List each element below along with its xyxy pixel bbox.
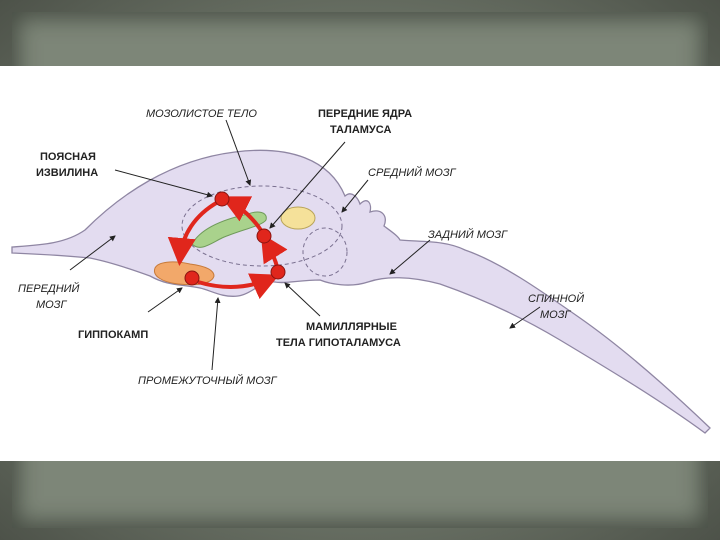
label-mammillary-line2: ТЕЛА ГИПОТАЛАМУСА xyxy=(276,337,401,349)
leader-hippocampus xyxy=(148,288,182,312)
brain-outline xyxy=(12,150,710,433)
label-cingulate-line1: ПОЯСНАЯ xyxy=(40,151,96,163)
label-anterior-nuclei-line2: ТАЛАМУСА xyxy=(330,124,391,136)
node-cingulate xyxy=(215,192,229,206)
label-spinal-line1: СПИННОЙ xyxy=(528,292,584,305)
brain-diagram: МОЗОЛИСТОЕ ТЕЛО ПЕРЕДНИЕ ЯДРА ТАЛАМУСА П… xyxy=(0,66,720,461)
node-anterior-thalamus xyxy=(257,229,271,243)
label-midbrain: СРЕДНИЙ МОЗГ xyxy=(368,166,457,179)
label-mammillary-line1: МАМИЛЛЯРНЫЕ xyxy=(306,321,397,333)
label-anterior-nuclei-line1: ПЕРЕДНИЕ ЯДРА xyxy=(318,108,412,120)
label-forebrain-line1: ПЕРЕДНИЙ xyxy=(18,282,80,295)
diagram-panel: МОЗОЛИСТОЕ ТЕЛО ПЕРЕДНИЕ ЯДРА ТАЛАМУСА П… xyxy=(0,66,720,461)
label-cingulate-line2: ИЗВИЛИНА xyxy=(36,167,98,179)
anterior-thalamic-nuclei-shape xyxy=(281,207,315,229)
leader-mammillary xyxy=(285,283,320,316)
label-spinal-line2: МОЗГ xyxy=(540,309,571,321)
leader-diencephalon xyxy=(212,298,218,370)
label-hindbrain: ЗАДНИЙ МОЗГ xyxy=(428,228,508,241)
label-forebrain-line2: МОЗГ xyxy=(36,299,67,311)
label-corpus-callosum: МОЗОЛИСТОЕ ТЕЛО xyxy=(146,108,257,120)
node-hippocampus xyxy=(185,271,199,285)
label-hippocampus: ГИППОКАМП xyxy=(78,329,148,341)
label-diencephalon: ПРОМЕЖУТОЧНЫЙ МОЗГ xyxy=(138,374,278,387)
node-mammillary xyxy=(271,265,285,279)
